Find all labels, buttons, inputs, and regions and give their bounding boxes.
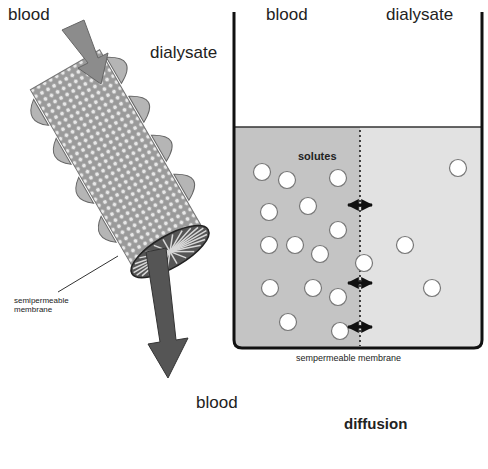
fiber-bundle — [30, 50, 204, 272]
leader-line — [58, 256, 118, 292]
dialyzer-shell — [25, 50, 201, 247]
solute — [450, 160, 467, 177]
diffusion-arrow — [348, 204, 372, 207]
solute — [424, 280, 441, 297]
solute — [330, 289, 347, 306]
solute — [254, 164, 271, 181]
part-label: solutes — [298, 150, 337, 162]
solute — [262, 280, 279, 297]
solute — [330, 222, 347, 239]
shell-flap — [70, 128, 179, 208]
solute — [305, 280, 322, 297]
flow-label: blood — [8, 6, 50, 25]
flow-label: dialysate — [150, 44, 217, 63]
solute — [280, 314, 297, 331]
solute — [261, 204, 278, 221]
blood-in-arrow — [62, 20, 108, 84]
fiber-ends — [127, 218, 214, 284]
diffusion-arrow — [348, 326, 372, 329]
solute — [397, 237, 414, 254]
solute — [312, 246, 329, 263]
fiber-end — [170, 237, 201, 260]
membrane-line — [359, 130, 361, 346]
solute — [330, 170, 347, 187]
fiber-end — [170, 241, 194, 262]
solute — [261, 237, 278, 254]
solute — [300, 198, 317, 215]
fiber-end — [170, 246, 186, 263]
compartment-label: dialysate — [386, 6, 453, 25]
blood-out-arrow — [146, 248, 188, 378]
flow-label: blood — [196, 394, 238, 413]
flux-arrows — [348, 205, 372, 327]
tank-wall — [234, 12, 482, 348]
dialyzer — [20, 42, 227, 292]
shell-flap — [25, 50, 134, 130]
diffusion-arrow — [348, 282, 372, 285]
shell-flap — [47, 89, 156, 169]
solute — [279, 172, 296, 189]
solute — [287, 237, 304, 254]
solute-group — [254, 160, 467, 340]
solute — [356, 255, 373, 272]
bundle-face — [124, 216, 216, 288]
part-label: semipermeable membrane — [14, 297, 78, 315]
dialysate-compartment — [360, 127, 482, 347]
solute — [332, 323, 349, 340]
part-label: sempermeable membrane — [296, 354, 401, 364]
fluid-level — [234, 126, 482, 128]
blood-compartment — [234, 127, 360, 347]
caption-label: diffusion — [344, 416, 407, 433]
compartment-label: blood — [266, 6, 308, 25]
